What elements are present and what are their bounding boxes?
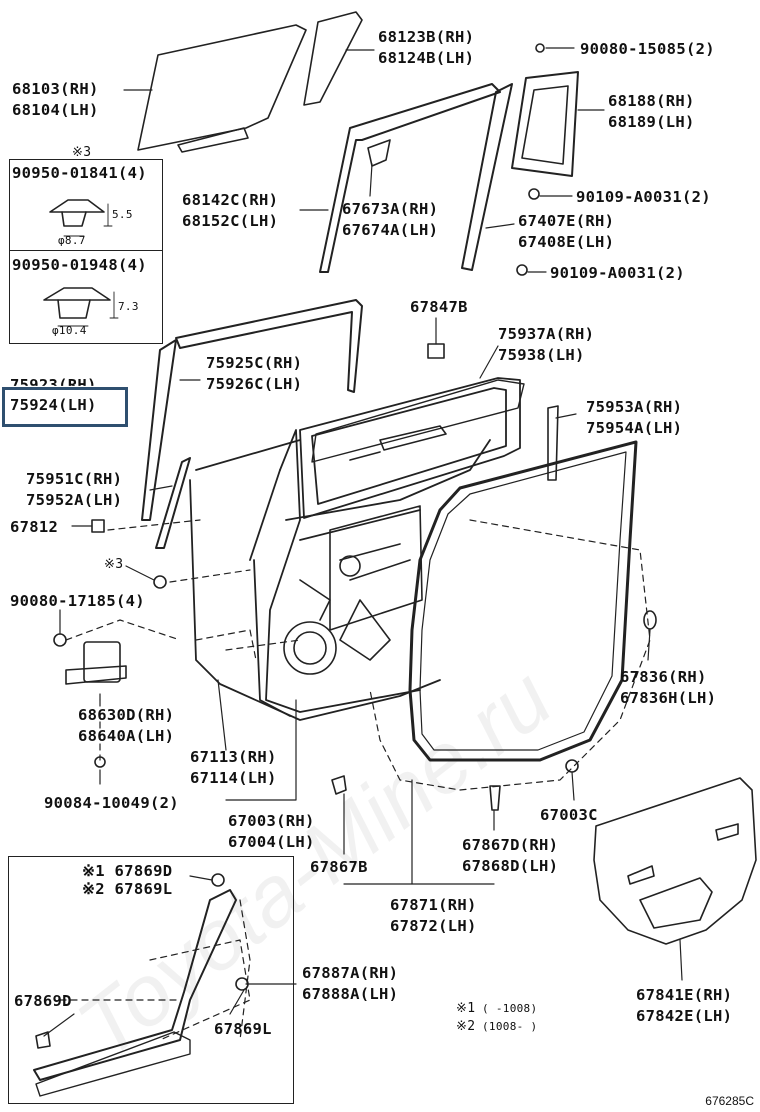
label-75953A[interactable]: 75953A(RH) [586,398,683,416]
door-panel-67003 [189,377,521,721]
division-bar-67407E [461,83,513,271]
moulding-75923 [141,339,177,521]
label-67407E[interactable]: 67407E(RH) [518,212,615,230]
screw-90080-15085 [535,43,545,53]
door-check-68630D [53,633,127,768]
highlight-box [2,387,128,427]
label-75951C[interactable]: 75951C(RH) [26,470,123,488]
glass-run-75937A [311,379,525,463]
inset-2-height: 7.3 [118,300,139,313]
label-67887A[interactable]: 67887A(RH) [302,964,399,982]
quarter-window-68188 [511,71,579,177]
label-90080-15085[interactable]: 90080-15085(2) [580,40,715,58]
label-67003C[interactable]: 67003C [540,806,598,824]
label-68188[interactable]: 68188(RH) [608,92,695,110]
label-68123B[interactable]: 68123B(RH) [378,28,475,46]
clip-67867D [489,785,501,811]
clip-67869D [35,1031,51,1049]
run-channel-68142C [319,83,501,273]
weatherstrip-67871 [408,440,638,762]
label-68142C[interactable]: 68142C(RH) [182,191,279,209]
inset-2-diameter: φ10.4 [52,324,87,337]
label-67867D[interactable]: 67867D(RH) [462,836,559,854]
window-glass-68103 [137,24,307,153]
inset-box-3 [8,856,294,1104]
label-67869D-top[interactable]: ※1 67869D [82,862,173,880]
clip-67003C [565,759,579,773]
label-90084-10049[interactable]: 90084-10049(2) [44,794,179,812]
clip-67836 [643,610,657,630]
screw-90109-A0031-b [516,264,528,276]
regulator-detail [283,425,447,675]
label-90109-A0031-a[interactable]: 90109-A0031(2) [576,188,711,206]
fastener-drawing-1 [49,199,105,227]
screw-90109-A0031-a [528,188,540,200]
legend-2-text: (1008- ) [482,1020,538,1033]
inset-1-height: 5.5 [112,208,133,221]
label-75954A[interactable]: 75954A(LH) [586,419,683,437]
inset-1-diameter: φ8.7 [58,234,86,247]
moulding-75951C [155,457,191,549]
label-75938[interactable]: 75938(LH) [498,346,585,364]
legend-1-text: ( -1008) [482,1002,538,1015]
label-67003[interactable]: 67003(RH) [228,812,315,830]
label-67004[interactable]: 67004(LH) [228,833,315,851]
label-67869L-top[interactable]: ※2 67869L [82,880,173,898]
fastener-drawing-2 [43,287,111,319]
label-75925C[interactable]: 75925C(RH) [206,354,303,372]
label-75923[interactable]: 75923(RH) [10,376,97,394]
label-75924[interactable]: 75924(LH) [10,396,97,414]
label-68104[interactable]: 68104(LH) [12,101,99,119]
clip-mark3 [153,575,167,589]
inset-1-part: 90950-01841(4) [12,164,147,182]
trim-panel-67841E [593,777,757,945]
label-67888A[interactable]: 67888A(LH) [302,985,399,1003]
label-68640A[interactable]: 68640A(LH) [78,727,175,745]
label-67867B[interactable]: 67867B [310,858,368,876]
quarter-glass-68123B [303,11,363,106]
label-75952A[interactable]: 75952A(LH) [26,491,123,509]
label-67113[interactable]: 67113(RH) [190,748,277,766]
label-90109-A0031-b[interactable]: 90109-A0031(2) [550,264,685,282]
legend-1-marker: ※1 [456,1001,476,1016]
legend-2-marker: ※2 [456,1019,476,1034]
frame-moulding-75925C [175,299,363,393]
clip-67812 [91,519,105,533]
label-67869L[interactable]: 67869L [214,1020,272,1038]
label-67868D[interactable]: 67868D(LH) [462,857,559,875]
label-67872[interactable]: 67872(LH) [390,917,477,935]
label-67842E[interactable]: 67842E(LH) [636,1007,733,1025]
label-75926C[interactable]: 75926C(LH) [206,375,303,393]
label-mark3: ※3 [104,557,124,572]
clip-67673A [367,139,391,167]
inset-box-2 [9,250,163,344]
label-67841E[interactable]: 67841E(RH) [636,986,733,1004]
label-90080-17185[interactable]: 90080-17185(4) [10,592,145,610]
label-67871[interactable]: 67871(RH) [390,896,477,914]
label-67847B[interactable]: 67847B [410,298,468,316]
label-68189[interactable]: 68189(LH) [608,113,695,131]
label-67836[interactable]: 67836(RH) [620,668,707,686]
clip-67847B [427,343,445,359]
label-67812[interactable]: 67812 [10,518,59,536]
label-68152C[interactable]: 68152C(LH) [182,212,279,230]
inset-2-part: 90950-01948(4) [12,256,147,274]
label-68630D[interactable]: 68630D(RH) [78,706,175,724]
inset-note-marker: ※3 [72,145,92,160]
label-67408E[interactable]: 67408E(LH) [518,233,615,251]
label-67836H[interactable]: 67836H(LH) [620,689,717,707]
weatherstrip-75953A [547,405,559,481]
figure-ref: 676285C [705,1094,754,1108]
label-67114[interactable]: 67114(LH) [190,769,277,787]
label-68103[interactable]: 68103(RH) [12,80,99,98]
clip-67867B [331,775,347,795]
label-67674A[interactable]: 67674A(LH) [342,221,439,239]
label-67869D[interactable]: 67869D [14,992,72,1010]
label-67673A[interactable]: 67673A(RH) [342,200,439,218]
label-75937A[interactable]: 75937A(RH) [498,325,595,343]
label-68124B[interactable]: 68124B(LH) [378,49,475,67]
